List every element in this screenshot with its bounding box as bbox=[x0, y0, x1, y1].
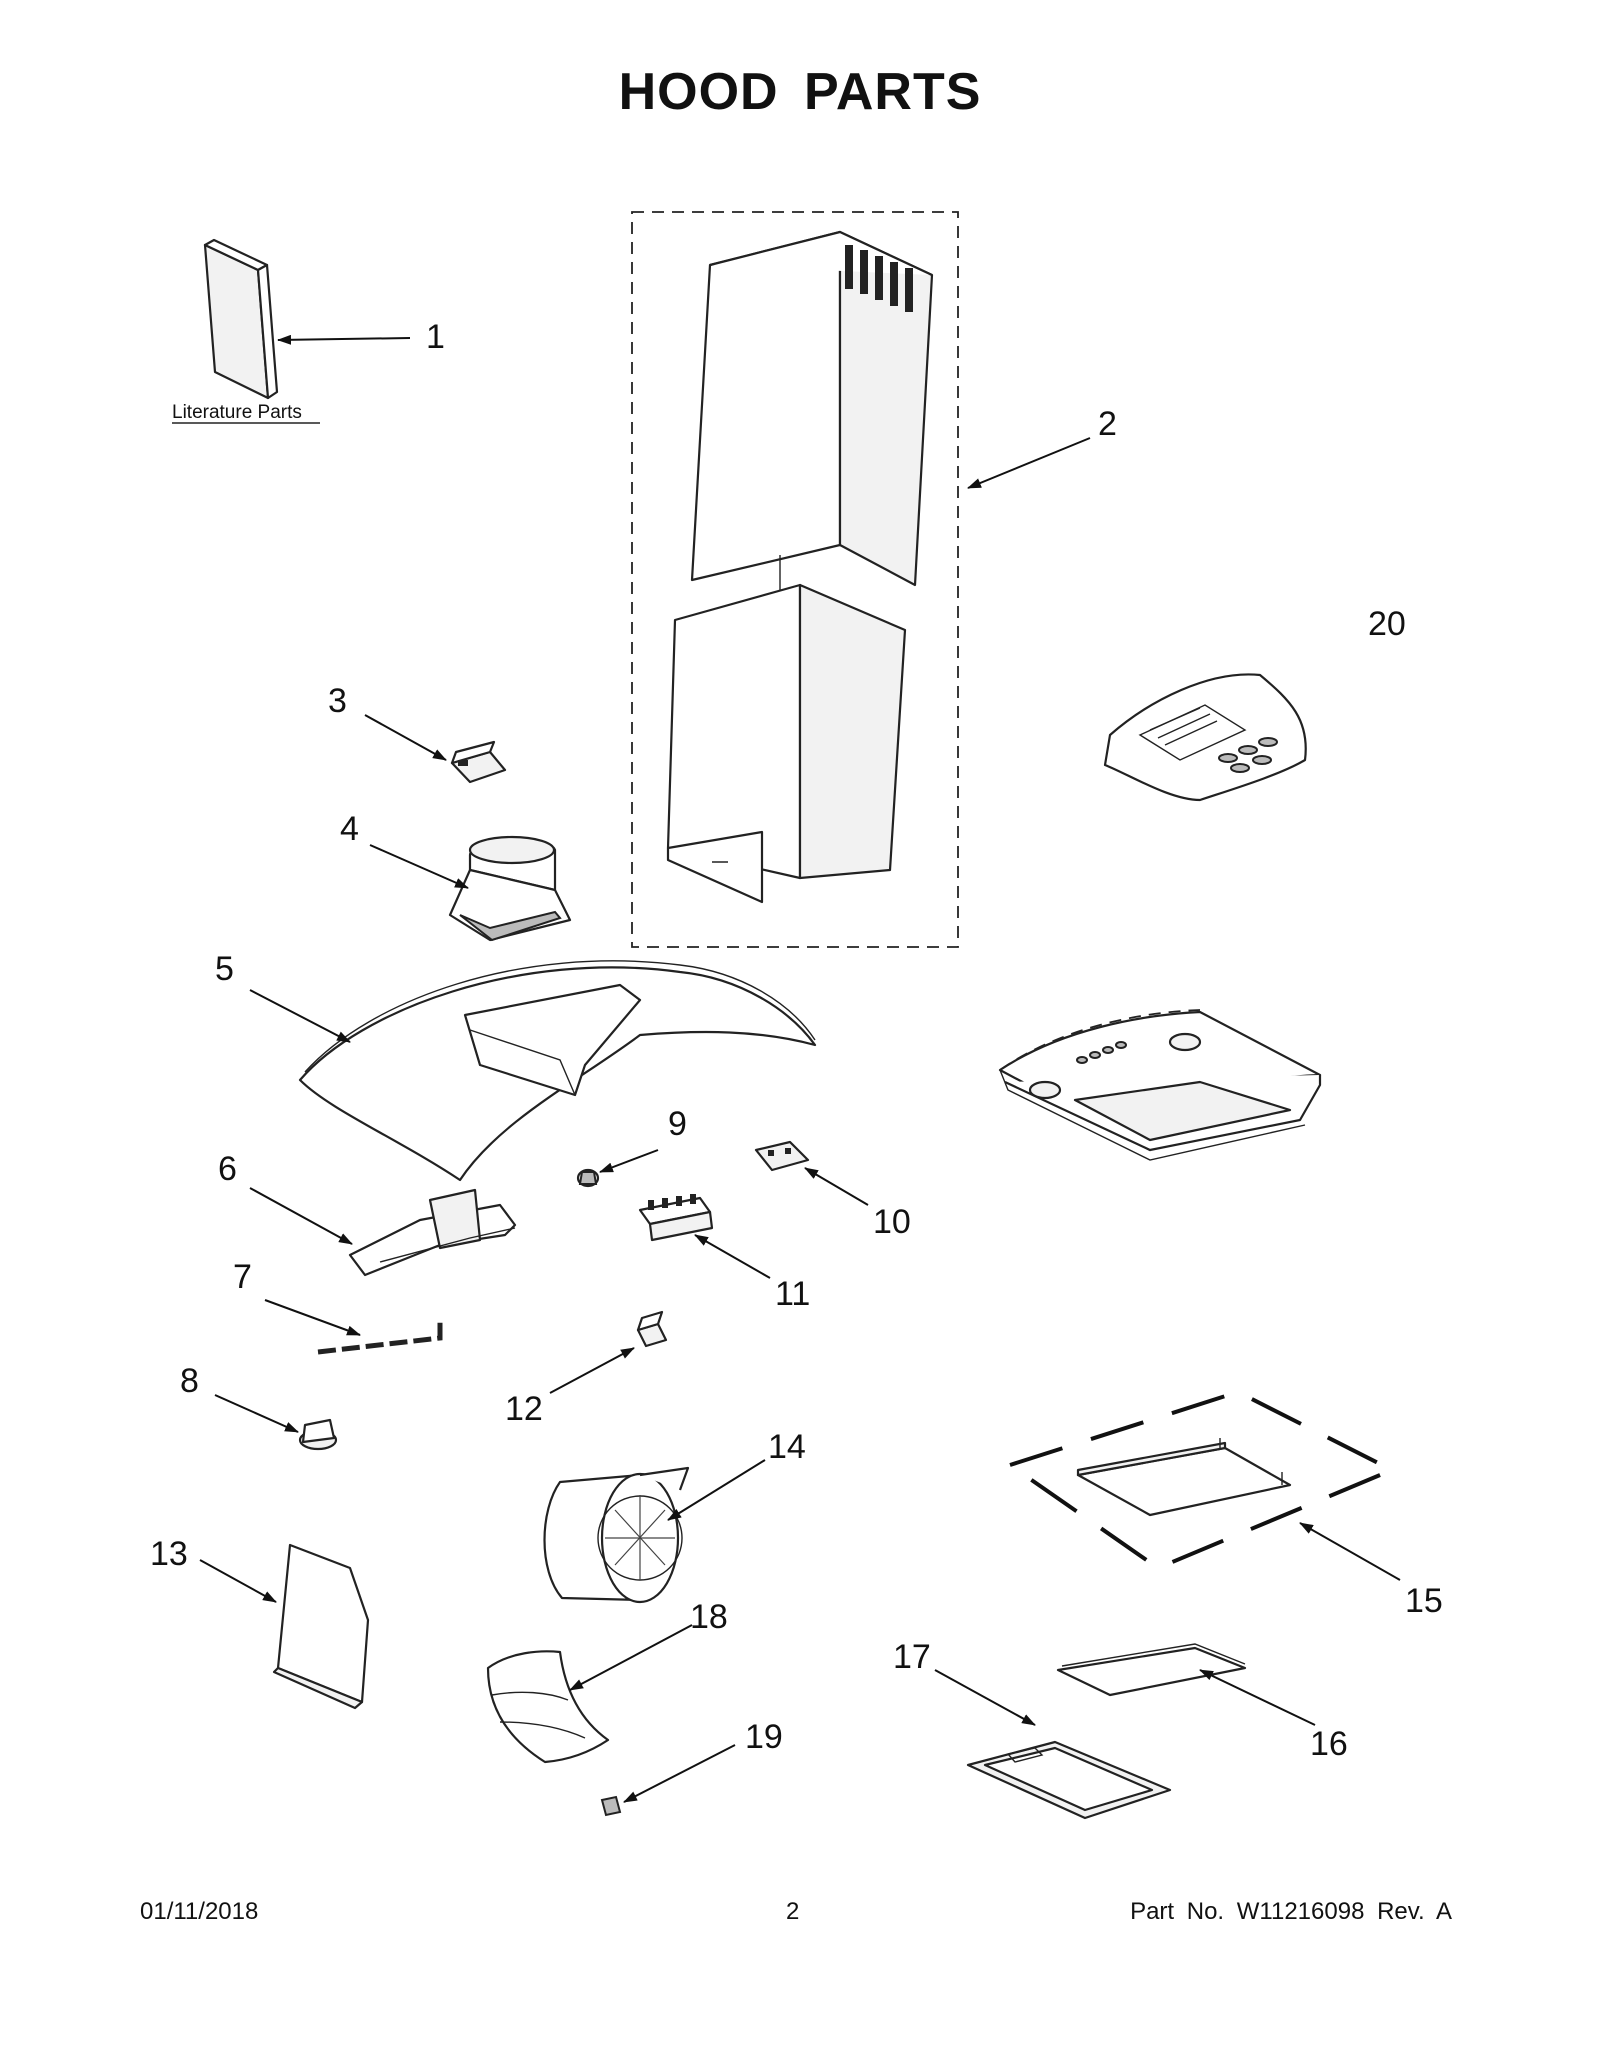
callout-10: 10 bbox=[873, 1203, 911, 1241]
footer-page-number: 2 bbox=[786, 1898, 800, 1925]
callout-14: 14 bbox=[768, 1428, 806, 1466]
part-6-control-bracket[interactable] bbox=[348, 1188, 517, 1277]
footer-part-number: Part No. W11216098 Rev. A bbox=[1130, 1898, 1452, 1925]
callout-1: 1 bbox=[426, 318, 445, 356]
part-16-filter[interactable] bbox=[1056, 1643, 1247, 1697]
callout-18: 18 bbox=[690, 1598, 728, 1636]
leader-arrows bbox=[199, 334, 1401, 1803]
part-2-chimney[interactable] bbox=[631, 211, 959, 948]
callout-17: 17 bbox=[893, 1638, 931, 1676]
callout-13: 13 bbox=[150, 1535, 188, 1573]
callout-numbers: 1 2 3 4 5 6 7 8 9 10 11 12 13 14 15 16 1… bbox=[150, 318, 1443, 1763]
part-11-switch-assembly[interactable] bbox=[638, 1194, 714, 1242]
part-19-clip[interactable] bbox=[600, 1795, 622, 1817]
callout-11: 11 bbox=[775, 1275, 810, 1313]
part-8-lamp-socket[interactable] bbox=[298, 1418, 338, 1451]
callout-15: 15 bbox=[1405, 1582, 1443, 1620]
callout-2: 2 bbox=[1098, 405, 1117, 443]
part-13-panel[interactable] bbox=[272, 1543, 370, 1710]
part-18-duct[interactable] bbox=[486, 1650, 610, 1764]
callout-9: 9 bbox=[668, 1105, 687, 1143]
part-10-switch-board[interactable] bbox=[754, 1140, 810, 1172]
callout-20: 20 bbox=[1368, 605, 1406, 643]
callout-7: 7 bbox=[233, 1258, 252, 1296]
callout-16: 16 bbox=[1310, 1725, 1348, 1763]
callout-6: 6 bbox=[218, 1150, 237, 1188]
callout-19: 19 bbox=[745, 1718, 783, 1756]
part-14-blower[interactable] bbox=[543, 1466, 690, 1604]
part-12-junction-box[interactable] bbox=[636, 1310, 668, 1348]
part-17-grease-filter[interactable] bbox=[966, 1740, 1172, 1820]
part-5-glass-canopy[interactable] bbox=[298, 960, 817, 1182]
part-7-wire-harness[interactable] bbox=[317, 1318, 443, 1355]
callout-3: 3 bbox=[328, 682, 347, 720]
part-3-bracket[interactable] bbox=[450, 740, 507, 784]
callout-8: 8 bbox=[180, 1362, 199, 1400]
page-title: HOOD PARTS bbox=[618, 63, 982, 121]
hood-body bbox=[998, 1009, 1322, 1161]
callout-4: 4 bbox=[340, 810, 359, 848]
part-9-knob[interactable] bbox=[576, 1168, 600, 1188]
part-4-damper-transition[interactable] bbox=[448, 835, 572, 942]
literature-parts-label: Literature Parts bbox=[172, 402, 302, 423]
part-1-literature[interactable] bbox=[203, 238, 279, 400]
part-20-control-sheet[interactable] bbox=[1103, 673, 1307, 802]
callout-5: 5 bbox=[215, 950, 234, 988]
callout-12: 12 bbox=[505, 1390, 543, 1428]
footer-date: 01/11/2018 bbox=[140, 1898, 259, 1925]
part-15-filter-frame[interactable] bbox=[1005, 1389, 1397, 1571]
